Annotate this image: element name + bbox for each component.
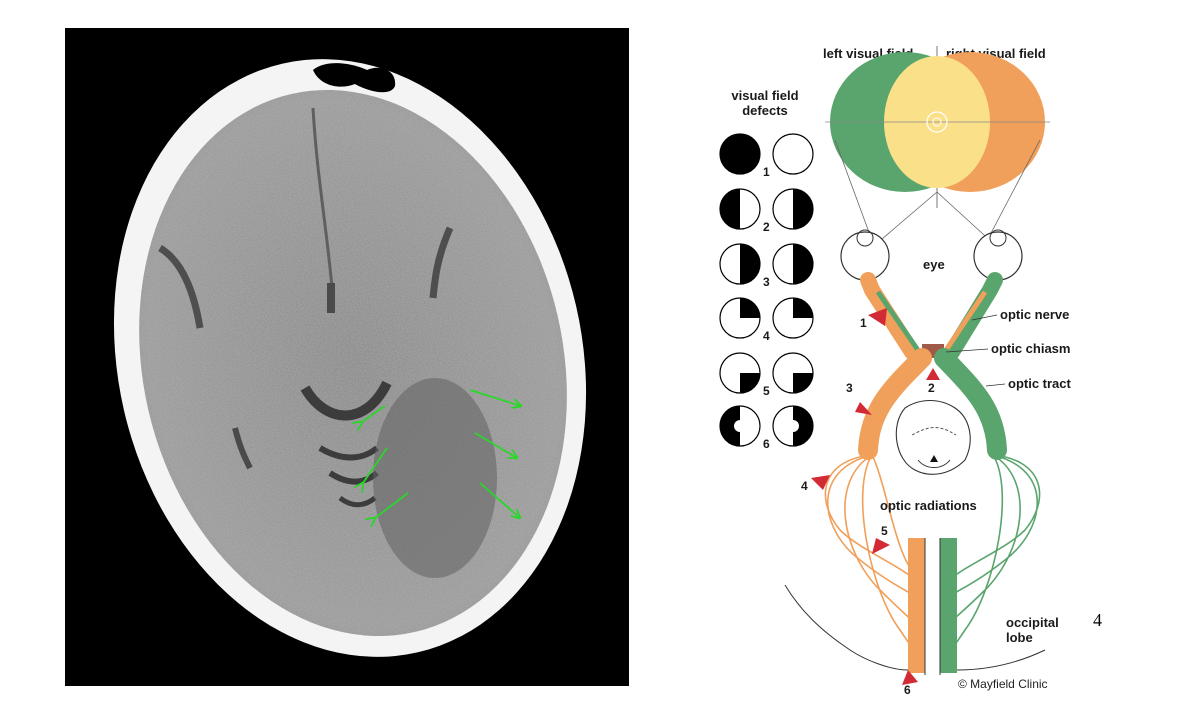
copyright-text: © Mayfield Clinic — [958, 677, 1048, 691]
defect-number-3: 3 — [763, 275, 770, 289]
ct-scan-image — [65, 28, 629, 686]
green-arrow-icon — [362, 405, 386, 422]
defect-row-2 — [719, 188, 814, 230]
optic-chiasm-label: optic chiasm — [991, 341, 1070, 356]
defect-row-6 — [719, 405, 814, 447]
lesion-marker-5-icon — [872, 538, 890, 554]
lesion-marker-2-icon — [926, 368, 940, 380]
defect-number-6: 6 — [763, 437, 770, 451]
left-occipital-cortex — [908, 538, 925, 673]
defects-title-line2: defects — [742, 103, 788, 118]
slide-number: 4 — [1093, 610, 1102, 630]
occipital-lobe-label-line1: occipital — [1006, 615, 1059, 630]
lesion-label-4: 4 — [801, 479, 808, 493]
defect-number-5: 5 — [763, 384, 770, 398]
lesion-label-1: 1 — [860, 316, 867, 330]
defect-row-3 — [719, 243, 814, 285]
defect-row-1 — [719, 133, 814, 175]
lesion-label-6: 6 — [904, 683, 911, 697]
optic-radiations-label: optic radiations — [880, 498, 977, 513]
lesion-markers — [811, 308, 940, 685]
green-arrow-icon — [474, 432, 517, 458]
frontal-sinus-air — [313, 63, 396, 93]
visual-field-defects-legend: visual field defects — [710, 86, 820, 456]
lesion-label-3: 3 — [846, 381, 853, 395]
brainstem — [895, 399, 971, 475]
optic-tract-label: optic tract — [1008, 376, 1072, 391]
defect-row-4 — [719, 297, 814, 339]
lesion-marker-3-icon — [855, 402, 872, 415]
green-arrow-icon — [375, 492, 409, 518]
visual-pathway-diagram: left visual field right visual field eye — [690, 30, 1090, 700]
green-arrow-icon — [363, 447, 388, 483]
defect-number-2: 2 — [763, 220, 770, 234]
green-arrow-icon — [479, 482, 520, 518]
lesion-marker-6-icon — [902, 670, 918, 685]
lesion-marker-4-icon — [811, 475, 830, 490]
lesion-marker-1-icon — [868, 308, 887, 326]
optic-nerve-label: optic nerve — [1000, 307, 1069, 322]
lesion-label-2: 2 — [928, 381, 935, 395]
infarct-region — [373, 378, 497, 578]
occipital-lobe-label-line2: lobe — [1006, 630, 1033, 645]
lesion-label-5: 5 — [881, 524, 888, 538]
eye-label: eye — [923, 257, 945, 272]
right-occipital-cortex — [940, 538, 957, 673]
defect-number-4: 4 — [763, 329, 770, 343]
green-arrow-icon — [469, 389, 521, 406]
defects-title-line1: visual field — [731, 88, 798, 103]
defect-number-1: 1 — [763, 165, 770, 179]
ct-arrows — [362, 389, 521, 518]
defect-row-5 — [719, 352, 814, 394]
